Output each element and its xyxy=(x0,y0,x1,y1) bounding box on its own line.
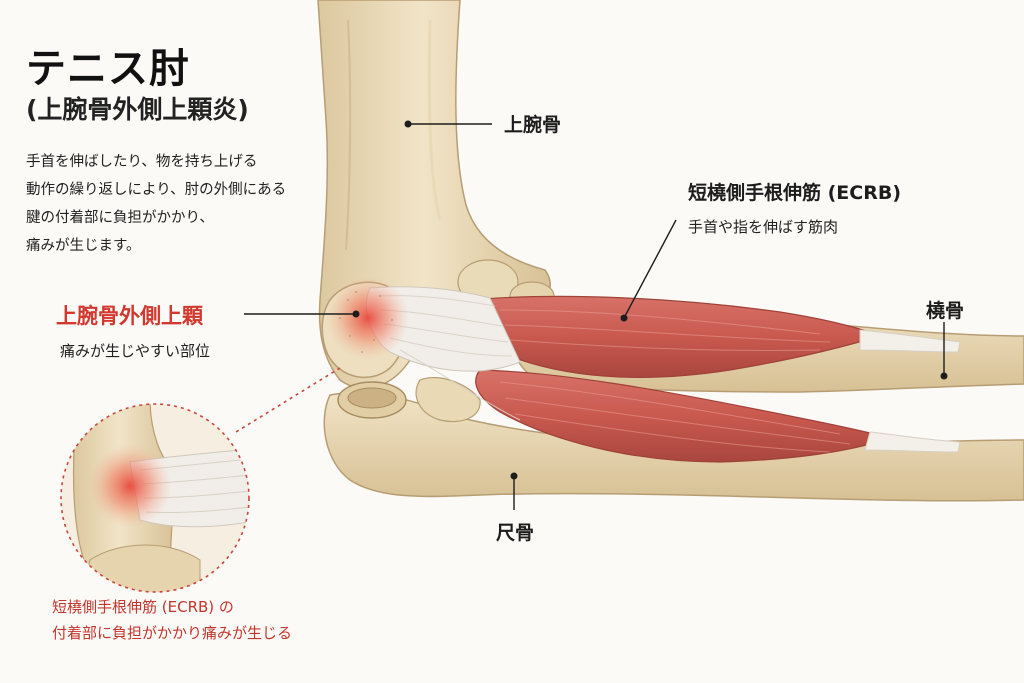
page-subtitle: (上腕骨外側上顆炎) xyxy=(26,95,249,124)
description: 手首を伸ばしたり、物を持ち上げる 動作の繰り返しにより、肘の外側にある 腱の付着… xyxy=(26,148,286,260)
description-line: 手首を伸ばしたり、物を持ち上げる xyxy=(26,154,258,170)
description-line: 動作の繰り返しにより、肘の外側にある xyxy=(26,182,287,198)
pain-spot xyxy=(326,276,410,360)
page-title: テニス肘 xyxy=(26,46,190,92)
extensor-muscle-lower xyxy=(475,369,893,463)
label-radius: 橈骨 xyxy=(926,300,965,322)
inset-caption: 短橈側手根伸筋 (ECRB) の 付着部に負担がかかり痛みが生じる xyxy=(52,594,292,646)
description-line: 痛みが生じます。 xyxy=(26,238,141,254)
description-line: 腱の付着部に負担がかかり、 xyxy=(26,210,214,226)
label-lateral-epicondyle: 上腕骨外側上顆 xyxy=(56,304,203,328)
inset-caption-line: 付着部に負担がかかり痛みが生じる xyxy=(52,624,293,642)
label-ecrb: 短橈側手根伸筋 (ECRB) xyxy=(688,182,902,204)
inset-caption-line: 短橈側手根伸筋 (ECRB) の xyxy=(52,598,234,616)
magnified-inset xyxy=(61,404,249,592)
label-humerus: 上腕骨 xyxy=(504,114,562,136)
label-ulna: 尺骨 xyxy=(496,522,535,544)
label-epicondyle-note: 痛みが生じやすい部位 xyxy=(60,342,211,360)
label-ecrb-note: 手首や指を伸ばす筋肉 xyxy=(688,218,839,236)
